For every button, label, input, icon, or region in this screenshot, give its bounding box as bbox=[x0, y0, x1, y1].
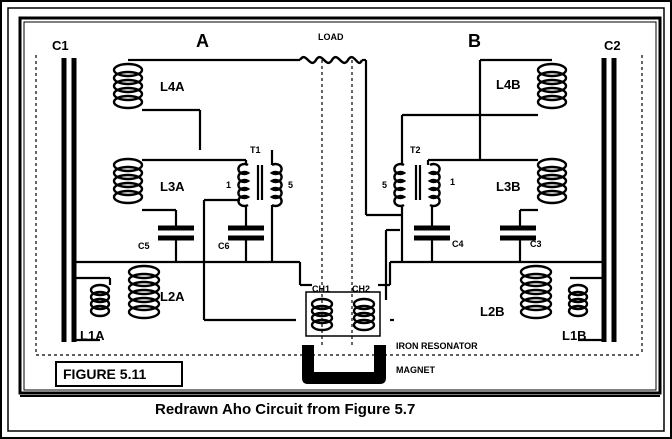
magnet-label: MAGNET bbox=[396, 365, 435, 375]
diagram-border-inner bbox=[23, 21, 657, 391]
ch1-coil bbox=[310, 297, 334, 332]
l4b-label: L4B bbox=[496, 77, 521, 92]
iron-core-box bbox=[305, 291, 381, 337]
l1a-label: L1A bbox=[80, 328, 105, 343]
inner-border bbox=[7, 7, 665, 432]
l3a-coil bbox=[112, 157, 144, 205]
l4b-coil bbox=[536, 62, 568, 110]
c2-label: C2 bbox=[604, 38, 621, 53]
l2b-coil bbox=[519, 264, 553, 320]
l1b-coil bbox=[567, 283, 589, 318]
section-b-label: B bbox=[468, 31, 481, 51]
c1-label: C1 bbox=[52, 38, 69, 53]
t2-label: T2 bbox=[410, 145, 421, 155]
l1b-label: L1B bbox=[562, 328, 587, 343]
t2-transformer bbox=[393, 162, 441, 208]
magnet-shape bbox=[302, 345, 386, 384]
c5-label: C5 bbox=[138, 241, 150, 251]
figure-label: FIGURE 5.11 bbox=[63, 366, 146, 382]
t1-pin-left: 1 bbox=[226, 180, 231, 190]
t2-pin-left: 5 bbox=[382, 180, 387, 190]
t1-transformer bbox=[237, 162, 283, 208]
l2b-label: L2B bbox=[480, 304, 505, 319]
l2a-label: L2A bbox=[160, 289, 185, 304]
t2-pin-right: 1 bbox=[450, 177, 455, 187]
diagram-border bbox=[18, 16, 662, 395]
l4a-label: L4A bbox=[160, 79, 185, 94]
iron-resonator-label: IRON RESONATOR bbox=[396, 341, 478, 351]
l3a-label: L3A bbox=[160, 179, 185, 194]
l1a-coil bbox=[89, 283, 111, 318]
c3-label: C3 bbox=[530, 239, 542, 249]
ch2-label: CH2 bbox=[352, 284, 370, 294]
section-a-label: A bbox=[196, 31, 209, 51]
l3b-label: L3B bbox=[496, 179, 521, 194]
figure-label-box bbox=[55, 361, 183, 387]
c6-label: C6 bbox=[218, 241, 230, 251]
figure-caption: Redrawn Aho Circuit from Figure 5.7 bbox=[155, 401, 415, 418]
l2a-coil bbox=[127, 264, 161, 320]
ch1-label: CH1 bbox=[312, 284, 330, 294]
c4-label: C4 bbox=[452, 239, 464, 249]
l4a-coil bbox=[112, 62, 144, 110]
t1-pin-right: 5 bbox=[288, 180, 293, 190]
l3b-coil bbox=[536, 157, 568, 205]
load-label: LOAD bbox=[318, 32, 344, 42]
load-coil bbox=[298, 55, 364, 65]
t1-label: T1 bbox=[250, 145, 261, 155]
ch2-coil bbox=[352, 297, 376, 332]
